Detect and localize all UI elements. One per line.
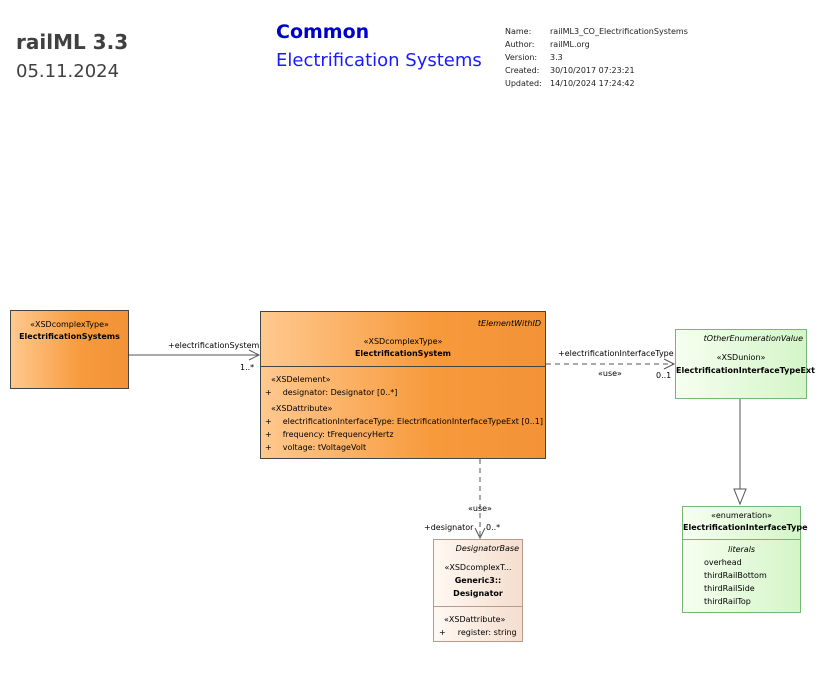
meta-value: 3.3	[550, 53, 563, 62]
visibility-marker: +	[265, 430, 272, 439]
section-label: literals	[728, 545, 756, 554]
role-label: +designator	[424, 523, 474, 532]
attribute-text: voltage: tVoltageVolt	[282, 443, 367, 452]
parent-class-label: tElementWithID	[477, 319, 541, 328]
arrowhead-icon	[474, 527, 486, 540]
meta-row: Created: 30/10/2017 07:23:21	[505, 64, 688, 77]
multiplicity-label: 1..*	[240, 363, 255, 372]
multiplicity-label: 0..1	[656, 371, 672, 380]
attribute-text: electrificationInterfaceType: Electrific…	[282, 417, 543, 426]
arrowhead-icon	[663, 358, 676, 370]
attribute-row: + voltage: tVoltageVolt	[265, 443, 366, 452]
class-name: ElectrificationInterfaceTypeExt	[676, 366, 815, 375]
compartment-divider	[261, 366, 545, 367]
section-label: «XSDattribute»	[271, 404, 333, 413]
stereotype-label: «XSDcomplexType»	[363, 337, 443, 346]
stereotype-label: «XSDcomplexT...	[444, 563, 512, 572]
meta-key: Created:	[505, 66, 540, 75]
compartment-divider	[434, 606, 522, 607]
enum-literal: thirdRailBottom	[704, 571, 767, 580]
stereotype-label: «XSDunion»	[716, 353, 766, 362]
class-electrification-systems[interactable]: «XSDcomplexType» ElectrificationSystems	[10, 310, 129, 389]
diagram-name: Electrification Systems	[276, 50, 482, 71]
role-label: +electrificationInterfaceType	[558, 349, 674, 358]
generalization-arrow-icon	[733, 488, 747, 506]
meta-row: Name: railML3_CO_ElectrificationSystems	[505, 25, 688, 38]
diagram-date: 05.11.2024	[16, 61, 120, 82]
product-title: railML 3.3	[16, 30, 129, 54]
attribute-row: + register: string	[439, 628, 517, 637]
class-interface-type[interactable]: «enumeration» ElectrificationInterfaceTy…	[682, 506, 808, 613]
visibility-marker: +	[265, 388, 272, 397]
attribute-text: frequency: tFrequencyHertz	[282, 430, 394, 439]
stereotype-label: «use»	[598, 369, 622, 378]
multiplicity-label: 0..*	[486, 523, 501, 532]
meta-row: Version: 3.3	[505, 51, 688, 64]
attribute-row: + designator: Designator [0..*]	[265, 388, 397, 397]
attribute-text: register: string	[457, 628, 517, 637]
attribute-row: + frequency: tFrequencyHertz	[265, 430, 394, 439]
section-label: «XSDattribute»	[444, 615, 506, 624]
visibility-marker: +	[265, 443, 272, 452]
section-label: «XSDelement»	[271, 375, 331, 384]
meta-key: Version:	[505, 53, 538, 62]
meta-value: railML.org	[550, 40, 590, 49]
parent-class-label: tOtherEnumerationValue	[703, 334, 803, 343]
class-name: ElectrificationSystems	[19, 332, 120, 341]
class-name: Designator	[453, 589, 503, 598]
enum-literal: thirdRailSide	[704, 584, 755, 593]
attribute-row: + electrificationInterfaceType: Electrifi…	[265, 417, 543, 426]
meta-key: Name:	[505, 27, 532, 36]
visibility-marker: +	[439, 628, 446, 637]
parent-class-label: DesignatorBase	[455, 544, 519, 553]
diagram-metadata: Name: railML3_CO_ElectrificationSystems A…	[505, 25, 688, 90]
meta-value: 14/10/2024 17:24:42	[550, 79, 635, 88]
stereotype-label: «XSDcomplexType»	[30, 320, 109, 329]
compartment-divider	[683, 539, 800, 540]
class-interface-type-ext[interactable]: tOtherEnumerationValue «XSDunion» Electr…	[675, 329, 815, 399]
package-name: Common	[276, 21, 370, 43]
meta-value: 30/10/2017 07:23:21	[550, 66, 635, 75]
class-name: Generic3::	[454, 576, 502, 585]
class-designator[interactable]: DesignatorBase «XSDcomplexT... Generic3:…	[433, 539, 523, 642]
stereotype-label: «enumeration»	[710, 511, 773, 520]
meta-value: railML3_CO_ElectrificationSystems	[550, 27, 688, 36]
meta-row: Author: railML.org	[505, 38, 688, 51]
attribute-text: designator: Designator [0..*]	[282, 388, 398, 397]
meta-row: Updated: 14/10/2024 17:24:42	[505, 77, 688, 90]
enum-literal: thirdRailTop	[704, 597, 751, 606]
meta-key: Author:	[505, 40, 535, 49]
class-name: ElectrificationInterfaceType	[683, 523, 808, 532]
class-electrification-system[interactable]: tElementWithID «XSDcomplexType» Electrif…	[260, 311, 546, 459]
role-label: +electrificationSystem	[168, 341, 260, 350]
enum-literal: overhead	[704, 558, 742, 567]
arrowhead-icon	[248, 349, 261, 361]
meta-key: Updated:	[505, 79, 542, 88]
visibility-marker: +	[265, 417, 272, 426]
class-name: ElectrificationSystem	[354, 349, 452, 358]
stereotype-label: «use»	[468, 504, 492, 513]
